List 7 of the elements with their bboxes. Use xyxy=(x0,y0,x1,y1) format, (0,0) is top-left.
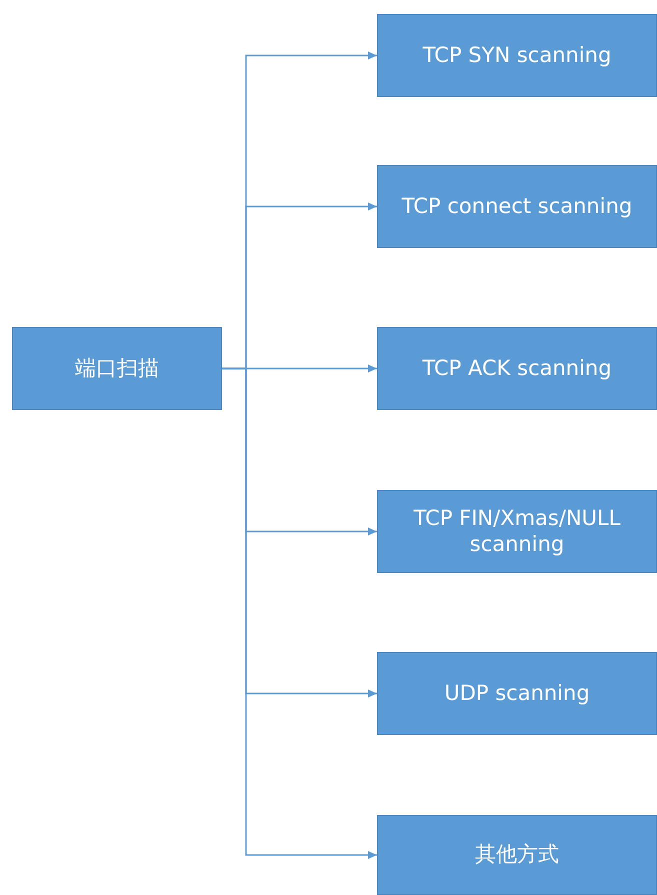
process-box: TCP FIN/Xmas/NULL scanning xyxy=(377,490,657,573)
process-box: 其他方式 xyxy=(377,815,657,895)
process-box: TCP SYN scanning xyxy=(377,14,657,97)
process-box: UDP scanning xyxy=(377,652,657,735)
process-box: 端口扫描 xyxy=(12,327,222,410)
process-box: TCP ACK scanning xyxy=(377,327,657,410)
process-box: TCP connect scanning xyxy=(377,165,657,248)
